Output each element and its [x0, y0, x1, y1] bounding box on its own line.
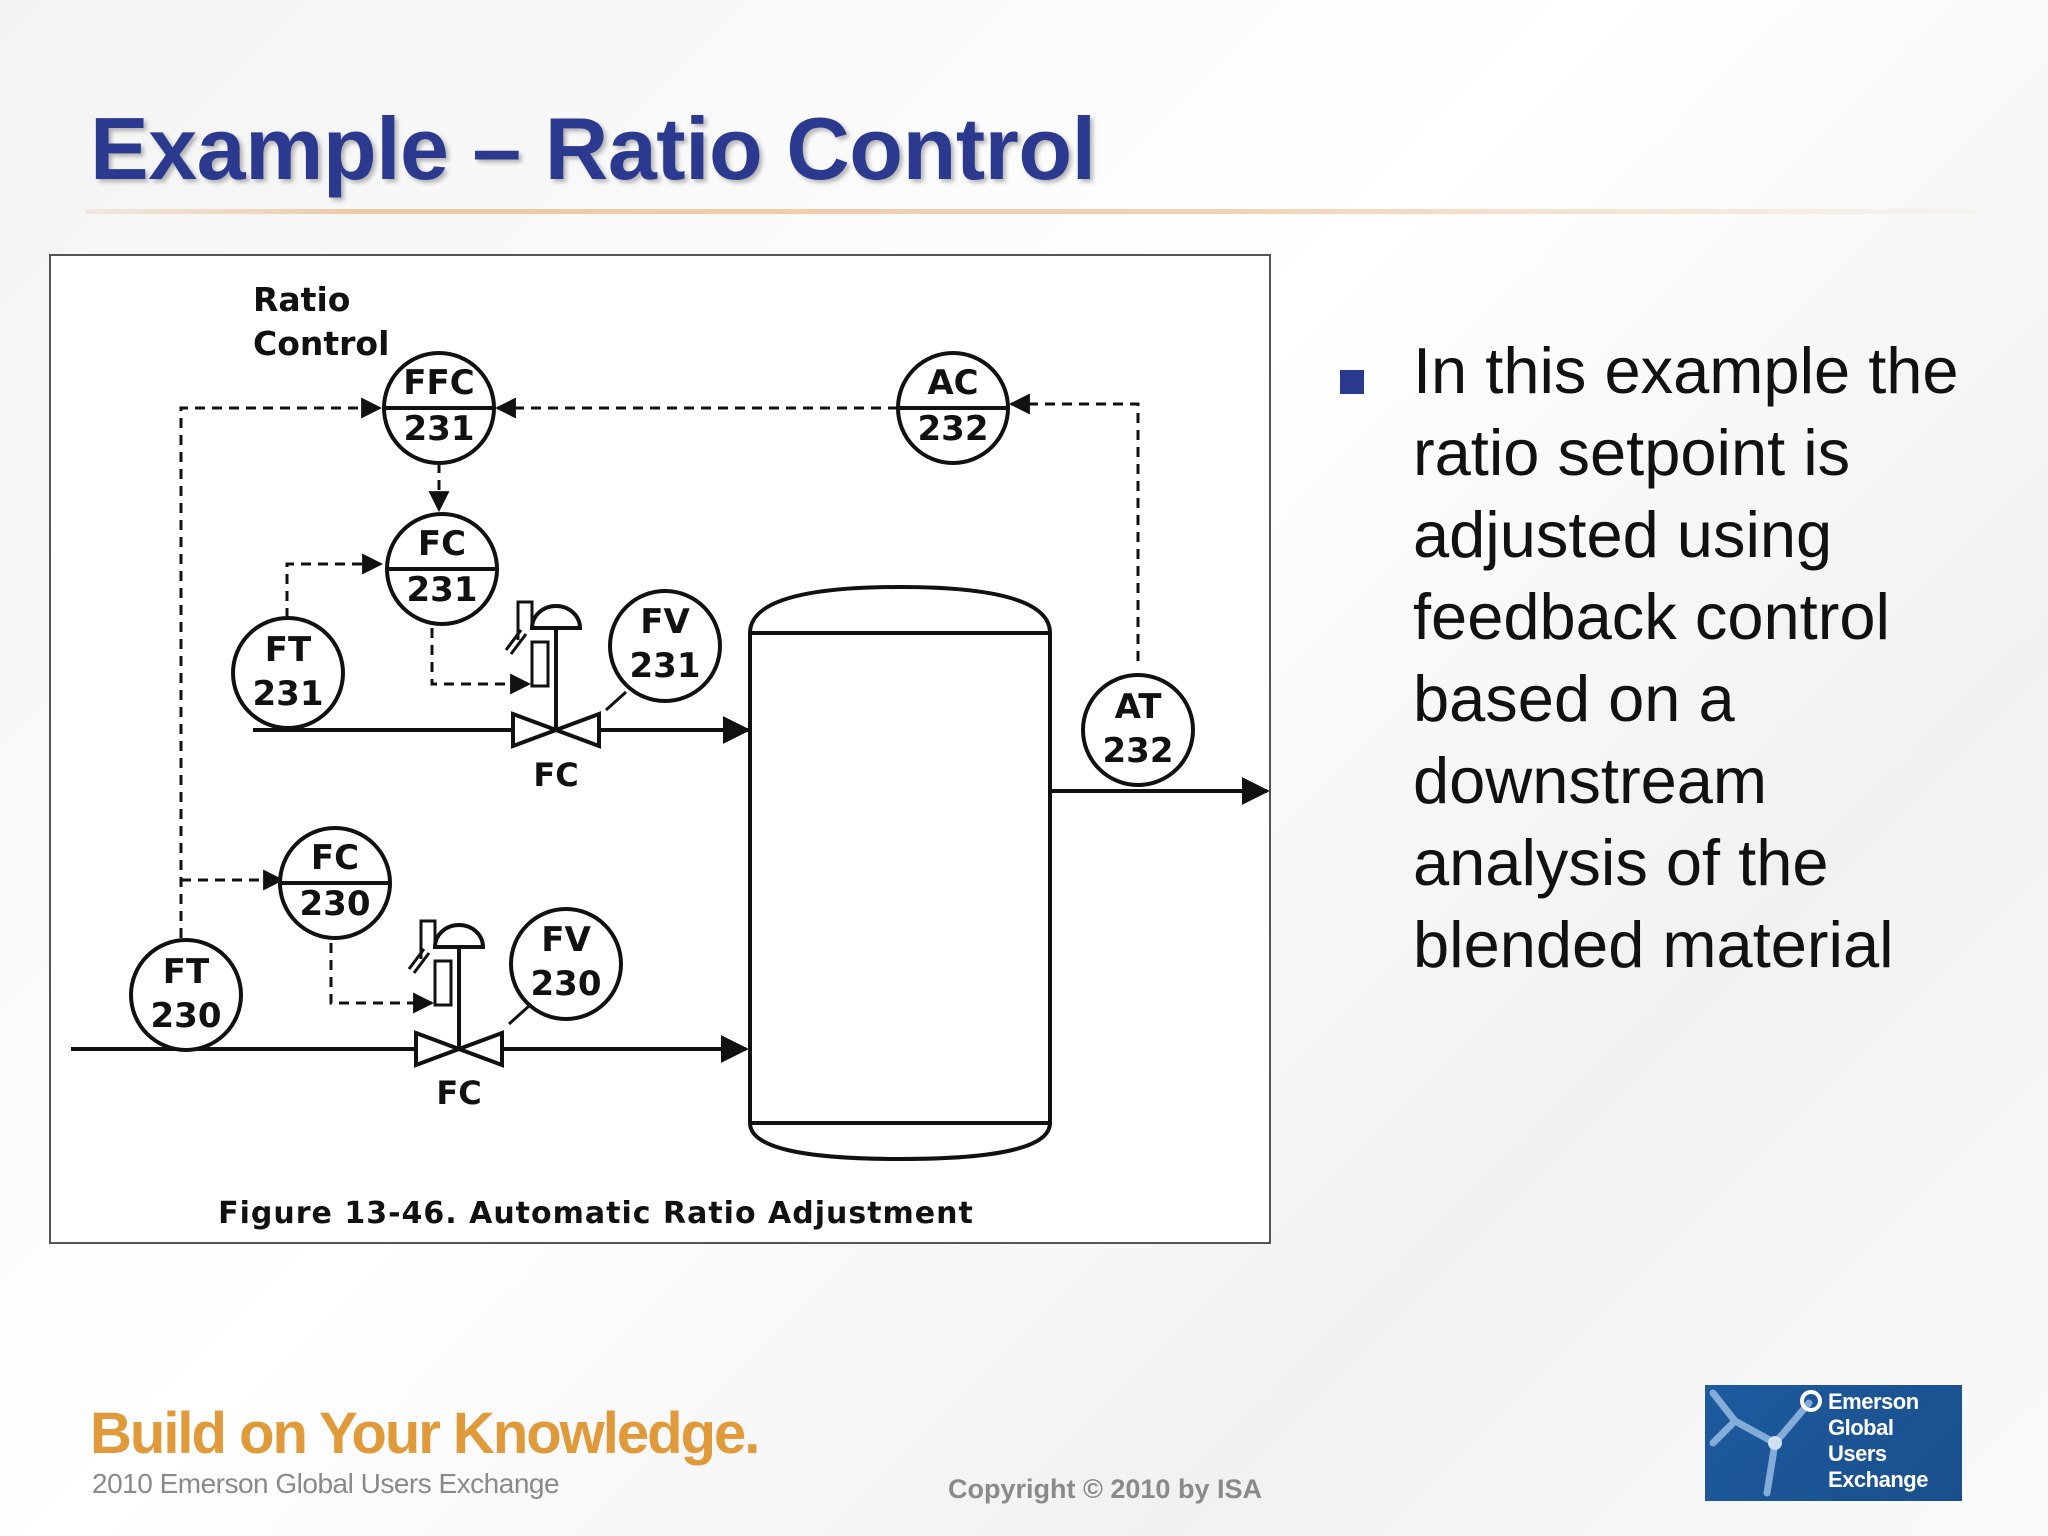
instrument-fv230: FV 230: [509, 907, 623, 1021]
instrument-fc230: FC 230: [278, 826, 392, 940]
ratio-control-label-2: Control: [253, 324, 389, 363]
svg-text:FFC: FFC: [403, 363, 474, 403]
logo-line-3: Users: [1828, 1441, 1887, 1466]
instrument-ac232: AC 232: [896, 351, 1010, 465]
svg-text:AC: AC: [927, 363, 978, 403]
control-valve-231: [504, 600, 601, 749]
svg-text:FT: FT: [265, 630, 312, 670]
svg-text:FC: FC: [418, 524, 466, 564]
logo-wordmark: Emerson Global Users Exchange: [1828, 1389, 1958, 1493]
signal-fc230-to-fv230: [329, 943, 435, 1014]
svg-text:FV: FV: [640, 602, 690, 642]
process-diagram: FFC 231 AC 232 FC 231 FT 231 FV 231 AT: [71, 280, 1270, 1231]
svg-text:232: 232: [1103, 731, 1174, 771]
blend-vessel: [748, 584, 1052, 1162]
svg-text:231: 231: [404, 409, 475, 449]
figure-caption: Figure 13-46. Automatic Ratio Adjustment: [218, 1196, 974, 1231]
fv231-leader: [604, 690, 628, 712]
svg-text:230: 230: [300, 884, 371, 924]
instrument-ffc231: FFC 231: [382, 351, 496, 465]
network-icon: [1709, 1389, 1822, 1497]
svg-text:231: 231: [407, 570, 478, 610]
footer-tagline: Build on Your Knowledge.: [90, 1401, 760, 1466]
slide-title: Example – Ratio Control: [90, 99, 1096, 198]
footer-subline: 2010 Emerson Global Users Exchange: [92, 1468, 560, 1499]
instrument-at232: AT 232: [1081, 673, 1195, 787]
valve-upper-fail-label: FC: [533, 756, 578, 794]
fv230-leader: [507, 1004, 531, 1026]
signal-fc231-to-fv231: [430, 628, 532, 695]
bullet-list: In this example the ratio setpoint is ad…: [1335, 330, 2015, 986]
logo-line-2: Global: [1828, 1415, 1894, 1440]
svg-text:230: 230: [531, 964, 602, 1004]
ratio-control-label-1: Ratio: [253, 280, 350, 319]
svg-text:AT: AT: [1115, 687, 1163, 727]
instrument-ft230: FT 230: [129, 938, 243, 1052]
bullet-item: In this example the ratio setpoint is ad…: [1335, 330, 2015, 986]
title-divider: [85, 209, 1975, 214]
svg-text:232: 232: [918, 409, 989, 449]
instrument-ft231: FT 231: [231, 616, 345, 730]
valve-lower-fail-label: FC: [436, 1074, 481, 1112]
instrument-fv231: FV 231: [608, 589, 722, 703]
logo-line-4: Exchange: [1828, 1467, 1928, 1492]
logo-line-1: Emerson: [1828, 1389, 1919, 1414]
signal-ft230-to-ffc231: [179, 397, 383, 938]
signal-ft231-to-fc231: [285, 553, 384, 618]
instrument-fc231: FC 231: [385, 512, 499, 626]
svg-text:231: 231: [253, 674, 324, 714]
square-bullet-icon: [1340, 370, 1364, 394]
signal-at232-to-ac232: [1008, 393, 1140, 661]
figure-panel: FFC 231 AC 232 FC 231 FT 231 FV 231 AT: [49, 254, 1271, 1244]
svg-text:230: 230: [151, 996, 222, 1036]
bullet-text: In this example the ratio setpoint is ad…: [1413, 334, 1959, 981]
copyright-notice: Copyright © 2010 by ISA: [948, 1474, 1262, 1504]
svg-text:FV: FV: [541, 920, 591, 960]
emerson-logo: Emerson Global Users Exchange: [1705, 1385, 1962, 1501]
svg-text:231: 231: [630, 646, 701, 686]
svg-text:FC: FC: [311, 838, 359, 878]
svg-text:FT: FT: [163, 952, 210, 992]
control-valve-230: [407, 919, 504, 1068]
